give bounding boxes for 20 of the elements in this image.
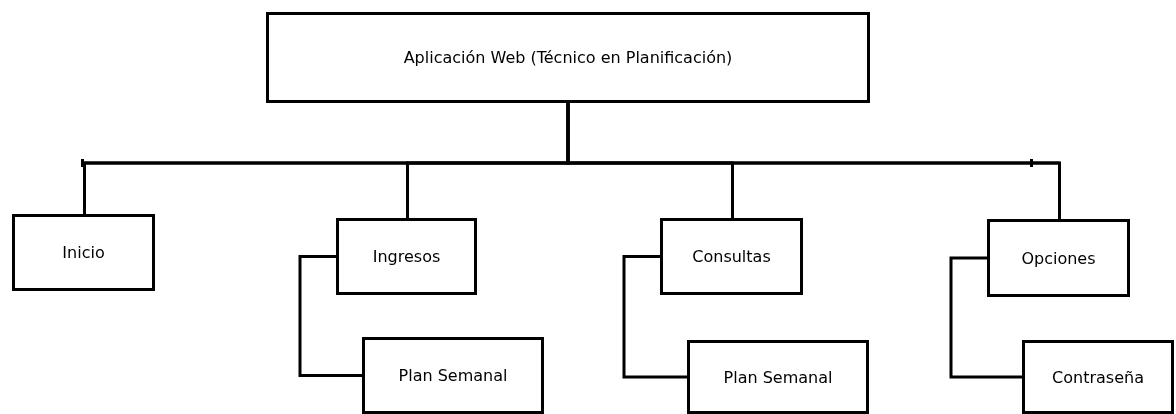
box-label: Plan Semanal: [723, 367, 833, 387]
menu-box: [687, 340, 869, 414]
box-label: Aplicación Web (Técnico en Planificación): [403, 48, 733, 67]
menu-box: [266, 12, 870, 103]
menu-box: [1022, 340, 1174, 414]
menu-box: [12, 214, 155, 291]
box-label: Consultas: [692, 247, 771, 266]
box-label: Plan Semanal: [398, 366, 508, 385]
connector-line: [949, 256, 1022, 379]
connector-line: [566, 103, 1061, 219]
box-label: Contraseña: [1052, 367, 1144, 387]
box-label: Inicio: [62, 243, 105, 262]
menu-box: [987, 219, 1130, 297]
box-label: Ingresos: [372, 247, 441, 266]
menu-box: [660, 218, 803, 295]
menu-box: [362, 337, 544, 414]
box-label: Opciones: [1021, 248, 1096, 268]
connector-line: [298, 255, 362, 377]
connector-line: [622, 255, 687, 379]
menu-box: [336, 218, 477, 295]
